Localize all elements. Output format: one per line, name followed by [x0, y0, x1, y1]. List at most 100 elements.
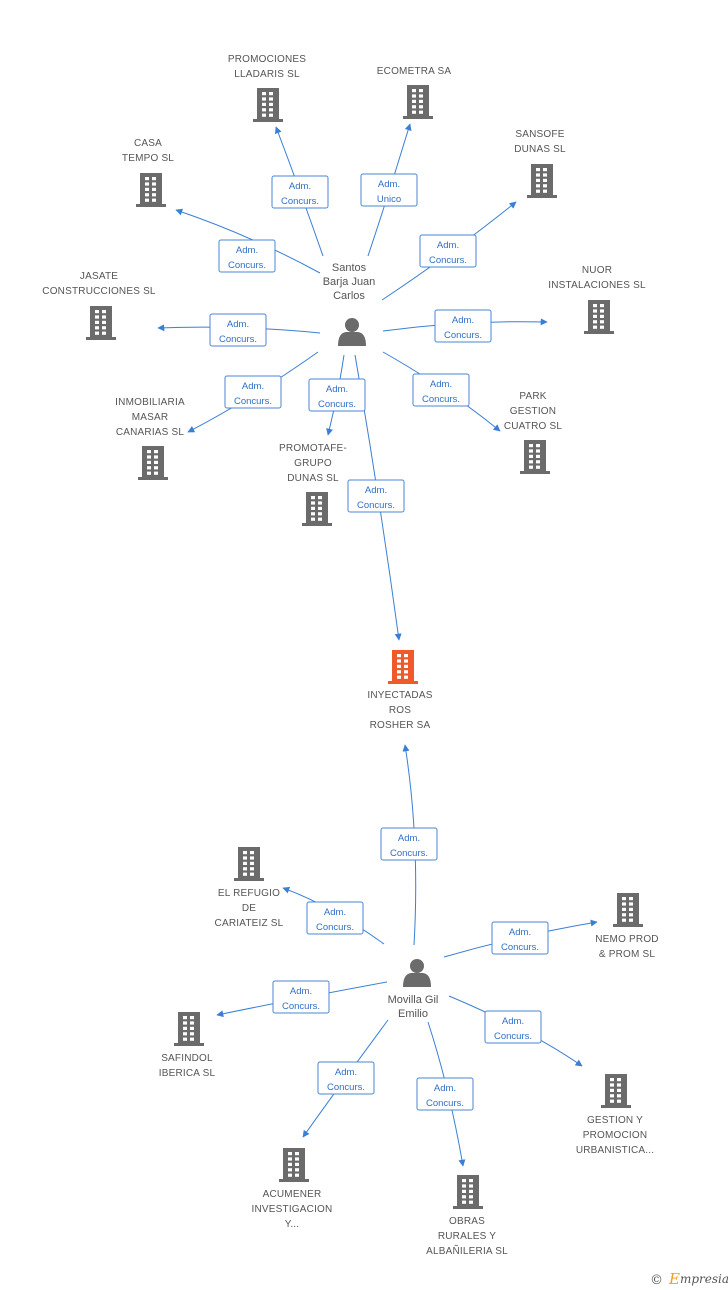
building-icon	[527, 164, 557, 198]
building-icon	[613, 893, 643, 927]
company-label-line: GESTION	[510, 406, 556, 417]
edge-label[interactable]: Adm.Concurs.	[416, 1077, 474, 1111]
building-icon	[302, 492, 332, 526]
edge-label-text: Adm.	[452, 315, 474, 326]
edge-label[interactable]: Adm.Concurs.	[380, 827, 438, 861]
person-icon	[338, 318, 366, 346]
footer-brand[interactable]: © E mpresia	[650, 1270, 728, 1288]
company-label-line: ALBAÑILERIA SL	[426, 1244, 508, 1257]
company-label-line: GESTION Y	[587, 1115, 643, 1126]
focus-company-label-line: ROS	[389, 705, 411, 716]
edge-label-text: Concurs.	[429, 255, 467, 266]
company-label-line: MASAR	[132, 412, 169, 423]
company-label-line: & PROM SL	[599, 949, 655, 960]
building-icon	[86, 306, 116, 340]
company-label-line: Y...	[285, 1219, 300, 1230]
company-node-nemo[interactable]: NEMO PROD& PROM SL	[595, 893, 659, 960]
edge-label[interactable]: Adm.Concurs.	[412, 373, 470, 407]
edge-label[interactable]: Adm.Concurs.	[308, 378, 366, 412]
edge-label-box	[308, 378, 366, 412]
edge-label[interactable]: Adm.Concurs.	[484, 1010, 542, 1044]
edge-label-box	[434, 309, 492, 343]
company-label-line: OBRAS	[449, 1216, 485, 1227]
edge-label-text: Concurs.	[494, 1031, 532, 1042]
edge-label[interactable]: Adm. Concurs.	[306, 901, 364, 935]
edge-label-text: Adm.	[434, 1083, 456, 1094]
edge-label-text: Concurs.	[444, 330, 482, 341]
edge-label[interactable]: Adm.Concurs.	[209, 313, 267, 347]
company-label-line: PROMOTAFE-	[279, 443, 347, 454]
edge-label-text: Concurs.	[234, 396, 272, 407]
edge-label[interactable]: Adm.Concurs.	[272, 980, 330, 1014]
company-label-line: EL REFUGIO	[218, 888, 280, 899]
edge-label-box	[491, 921, 549, 955]
edge-label-box	[484, 1010, 542, 1044]
company-label-line: ACUMENER	[263, 1189, 322, 1200]
company-label-line: CUATRO SL	[504, 421, 563, 432]
edge-label-box	[224, 375, 282, 409]
focus-company-node[interactable]: INYECTADAS ROS ROSHER SA	[367, 650, 433, 731]
edge-label[interactable]: Adm.Unico	[360, 173, 418, 207]
edge-label[interactable]: Adm.Concurs.	[347, 479, 405, 513]
company-label-line: LLADARIS SL	[234, 69, 300, 80]
company-label-line: TEMPO SL	[122, 153, 174, 164]
company-label-line: ECOMETRA SA	[377, 66, 452, 77]
company-label-line: CARIATEIZ SL	[215, 918, 284, 929]
edge-label-text: Adm.	[509, 927, 531, 938]
company-node-safindol[interactable]: SAFINDOL IBERICA SL	[159, 1012, 216, 1079]
edge-label-text: Adm.	[324, 907, 346, 918]
company-node-elrefugio[interactable]: EL REFUGIO DE CARIATEIZ SL	[215, 847, 284, 929]
edge-label-text: Unico	[377, 194, 401, 205]
company-label-line: SAFINDOL	[161, 1053, 213, 1064]
person-label-line: Carlos	[333, 290, 365, 302]
building-icon	[584, 300, 614, 334]
company-node-promotafe[interactable]: PROMOTAFE- GRUPO DUNAS SL	[279, 443, 347, 526]
edge-label-text: Adm.	[236, 245, 258, 256]
edge-label-text: Concurs.	[327, 1082, 365, 1093]
company-label-line: DUNAS SL	[287, 473, 339, 484]
edge-label-text: Adm.	[365, 485, 387, 496]
edge-label[interactable]: Adm. Concurs.	[224, 375, 282, 409]
edge-label-box	[347, 479, 405, 513]
edge-label[interactable]: Adm. Concurs.	[434, 309, 492, 343]
edge-label-box	[416, 1077, 474, 1111]
edge-label[interactable]: Adm. Concurs.	[218, 239, 276, 273]
company-label-line: IBERICA SL	[159, 1068, 216, 1079]
edge-label[interactable]: Adm. Concurs.	[491, 921, 549, 955]
company-label-line: DE	[242, 903, 256, 914]
building-icon	[136, 173, 166, 207]
person-label-line: Emilio	[398, 1008, 428, 1020]
edge-label[interactable]: Adm.Concurs.	[271, 175, 329, 209]
edge-label[interactable]: Adm. Concurs.	[419, 234, 477, 268]
building-icon	[174, 1012, 204, 1046]
company-node-gestion[interactable]: GESTION YPROMOCIONURBANISTICA...	[576, 1074, 654, 1156]
edge-label-text: Adm.	[437, 240, 459, 251]
edge-label-box	[412, 373, 470, 407]
edge-label[interactable]: Adm.Concurs.	[317, 1061, 375, 1095]
company-node-ecometra[interactable]: ECOMETRA SA	[377, 66, 452, 119]
focus-company-label-line: INYECTADAS	[367, 690, 432, 701]
company-node-acumener[interactable]: ACUMENERINVESTIGACIONY...	[252, 1148, 333, 1230]
edge-label-text: Concurs.	[228, 260, 266, 271]
edge-label-text: Concurs.	[316, 922, 354, 933]
edge-label-text: Concurs.	[501, 942, 539, 953]
edge-label-text: Adm.	[242, 381, 264, 392]
company-label-line: INSTALACIONES SL	[548, 280, 646, 291]
edge-label-box	[360, 173, 418, 207]
person-label-line: Movilla Gil	[388, 994, 439, 1006]
focus-company-label-line: ROSHER SA	[370, 720, 431, 731]
copyright-icon: ©	[650, 1273, 663, 1288]
company-label-line: GRUPO	[294, 458, 332, 469]
person-label-line: Santos	[332, 262, 367, 274]
